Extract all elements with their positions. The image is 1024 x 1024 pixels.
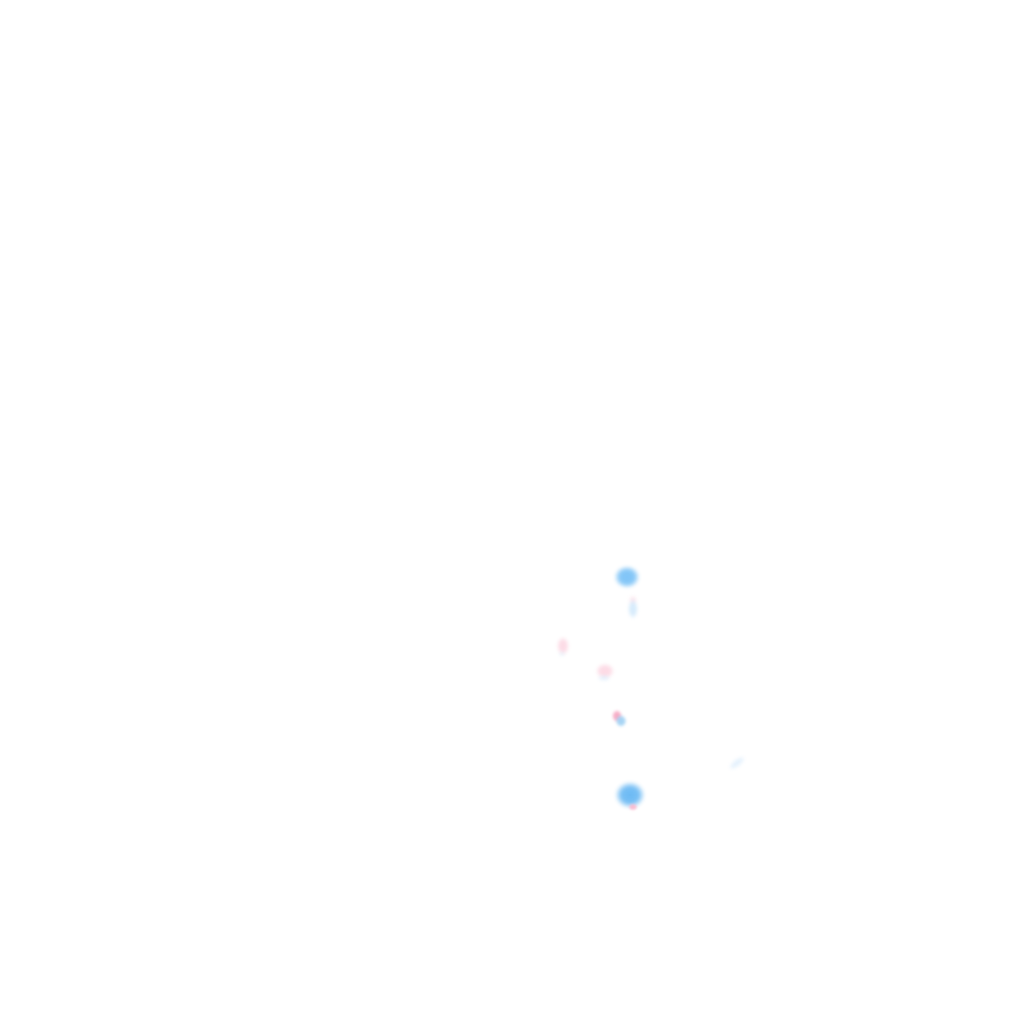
pink-dome-dot [596,663,614,679]
pink-wisp-icon [629,595,637,605]
mixed-dot-pink-part [612,710,622,722]
pink-oval-blue-tail [558,651,566,657]
mixed-dot-blue-part [615,715,627,727]
faint-blue-streak [628,599,638,619]
blue-teardrop-dot [614,566,640,588]
large-blue-blob [615,782,645,808]
faint-diagonal-blue-streak [727,753,747,773]
pink-patch-on-blue-blob [628,803,638,811]
blue-edge-under-dome [597,675,611,681]
pink-oval-dot [557,637,569,655]
